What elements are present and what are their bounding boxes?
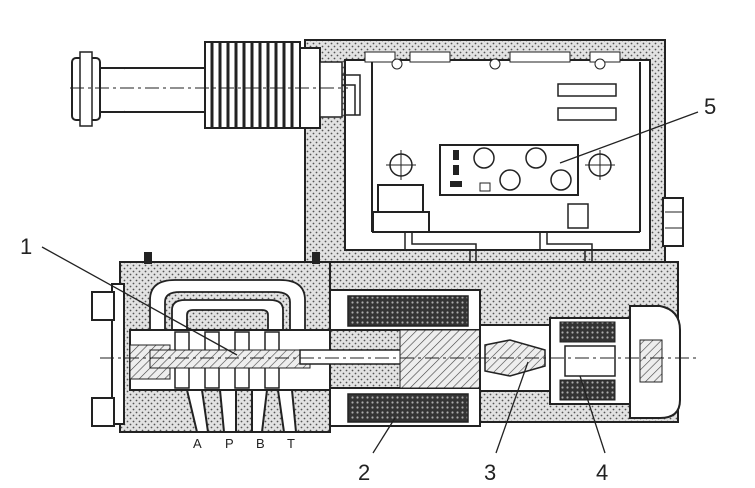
port-label-t: T [287, 436, 295, 451]
port-label-p: P [225, 436, 234, 451]
valve-ports [185, 389, 298, 433]
valve-body [91, 252, 700, 433]
electrical-connector [70, 41, 348, 129]
callout-4: 4 [596, 460, 608, 485]
callout-5: 5 [704, 94, 716, 119]
callout-leaders [41, 111, 699, 454]
connector-grip-ribs [210, 42, 294, 128]
circuit-board [371, 58, 641, 233]
callout-2: 2 [358, 460, 370, 485]
port-label-b: B [256, 436, 265, 451]
callout-1: 1 [20, 234, 32, 259]
port-label-a: A [193, 436, 202, 451]
callout-3: 3 [484, 460, 496, 485]
